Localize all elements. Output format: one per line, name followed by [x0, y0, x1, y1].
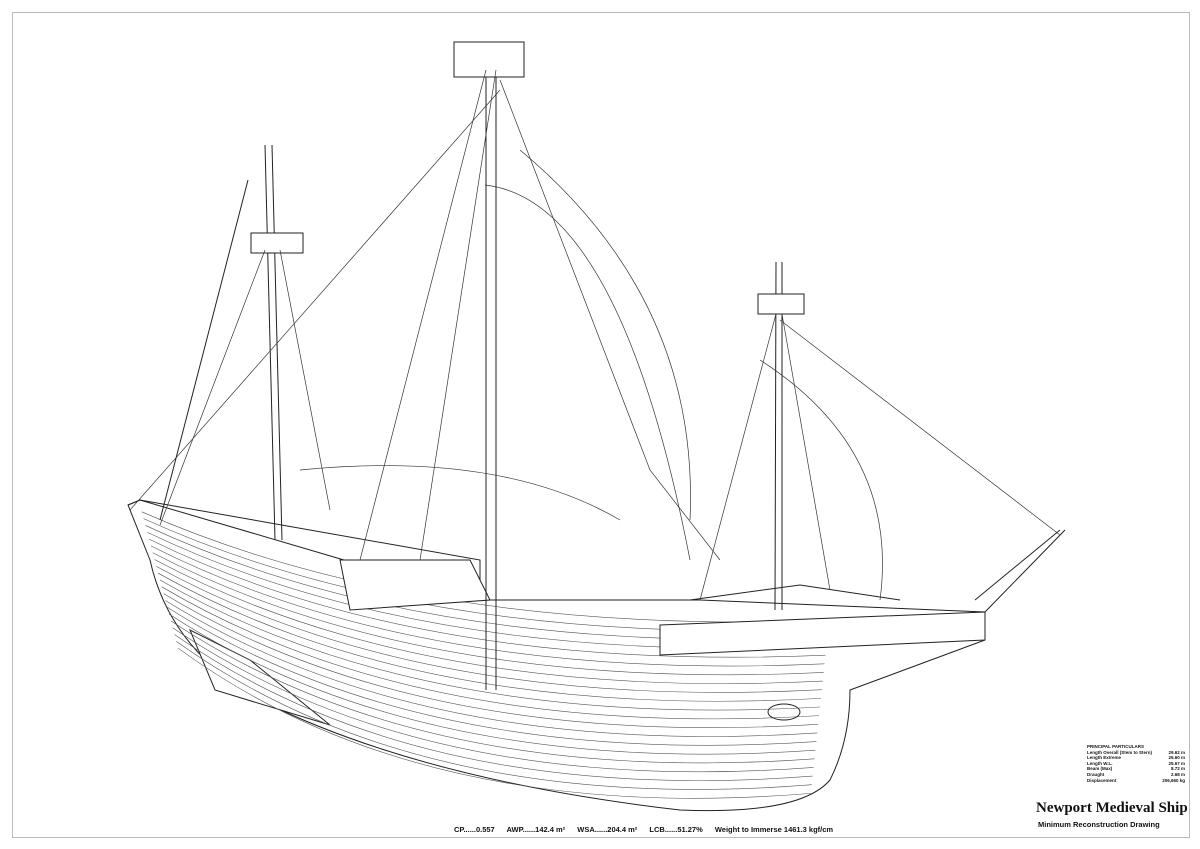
hull-plank-line: [156, 566, 822, 693]
hull-plank-line: [176, 641, 812, 790]
masts: [159, 70, 1066, 690]
particular-label: Displacement: [1087, 777, 1117, 783]
particulars-row: Length Extreme 25.60 m: [1087, 755, 1185, 761]
hull-plank-line: [172, 627, 814, 773]
particular-label: Length Overall (Stem to Stern): [1087, 749, 1153, 755]
particulars-row: Beam (Max) 8.72 m: [1087, 766, 1185, 772]
particular-label: Length W.L.: [1087, 760, 1113, 766]
hull-plank-line: [163, 593, 819, 728]
particulars-heading: PRINCIPAL PARTICULARS: [1087, 744, 1145, 749]
hull-plank-line: [174, 634, 813, 781]
drawing-border: [12, 12, 1190, 838]
hull-plank-line: [148, 538, 826, 658]
weight-to-immerse: Weight to Immerse 1461.3 kgf/cm: [714, 825, 834, 834]
hull-plank-line: [159, 579, 821, 711]
particular-label: Beam (Max): [1087, 766, 1113, 772]
particular-value: 2.68 m: [1170, 771, 1185, 777]
particular-value: 206,660 kg: [1162, 777, 1185, 783]
rigging: [129, 69, 1061, 601]
particular-value: 25.60 m: [1168, 755, 1185, 761]
particulars-row: Displacement 206,660 kg: [1087, 778, 1185, 784]
particular-label: Draught: [1087, 771, 1105, 777]
hull-plank-line: [170, 620, 815, 764]
hull-plank-line: [158, 572, 821, 702]
particular-value: 29.62 m: [1168, 749, 1185, 755]
drawing-title: Newport Medieval Ship: [1036, 800, 1188, 816]
cp-value: CP......0.557: [454, 825, 495, 834]
wsa-value: WSA......204.4 m²: [577, 825, 638, 834]
hull-plank-line: [154, 559, 823, 684]
hull-plank-line: [152, 552, 824, 676]
particulars-row: Length Overall (Stem to Stern) 29.62 m: [1087, 750, 1185, 756]
hull-plank-line: [150, 545, 825, 667]
crows-nests: [250, 41, 805, 315]
drawing-subtitle: Minimum Reconstruction Drawing: [1038, 820, 1160, 829]
awp-value: AWP......142.4 m²: [506, 825, 566, 834]
hull-plank-line: [167, 607, 817, 746]
hull-plank-line: [161, 586, 820, 720]
decks: [127, 499, 986, 656]
lcb-value: LCB......51.27%: [649, 825, 703, 834]
particulars-row: Draught 2.68 m: [1087, 772, 1185, 778]
particular-value: 25.67 m: [1168, 760, 1185, 766]
hull-plank-line: [168, 613, 816, 755]
hydrostatics-line: CP......0.557 AWP......142.4 m² WSA.....…: [454, 825, 843, 834]
hull-plank-line: [165, 600, 818, 737]
principal-particulars-table: PRINCIPAL PARTICULARS Length Overall (St…: [1087, 744, 1185, 783]
particulars-row: Length W.L. 25.67 m: [1087, 761, 1185, 767]
particular-value: 8.72 m: [1170, 766, 1185, 772]
hull-plank-line: [178, 647, 811, 799]
particular-label: Length Extreme: [1087, 755, 1122, 761]
hull: [127, 499, 986, 812]
